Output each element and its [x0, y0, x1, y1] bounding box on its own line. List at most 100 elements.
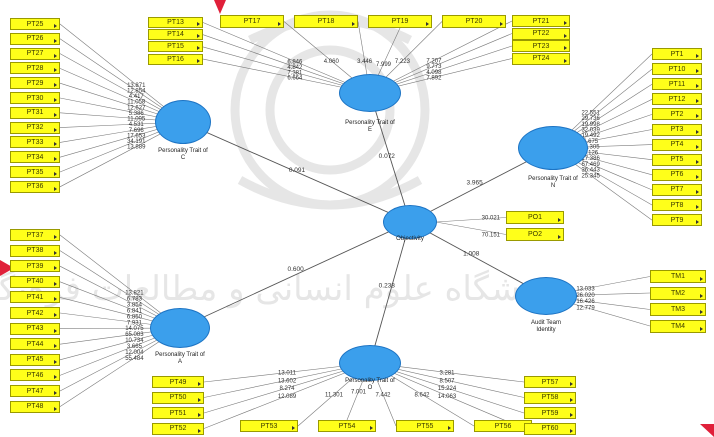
path-c-to-objectivity [182, 121, 411, 223]
construct-team[interactable] [515, 277, 577, 315]
a-indicator-pt46[interactable]: PT46 [10, 369, 60, 382]
e-indicator-pt18[interactable]: PT18 [294, 15, 358, 28]
construct-o[interactable] [339, 345, 401, 381]
n-indicator-pt4[interactable]: PT4 [652, 138, 702, 151]
a-indicator-pt47[interactable]: PT47 [10, 385, 60, 397]
o-indicator-pt57[interactable]: PT57 [524, 376, 576, 388]
a-loading-value: 12.004 [125, 350, 144, 356]
o-loading-value: 11.301 [325, 393, 344, 399]
construct-obj[interactable] [383, 205, 437, 239]
e-loading-value: 6.846 [287, 59, 303, 65]
n-loading-value: 11.305 [582, 145, 601, 151]
n-indicator-pt2[interactable]: PT2 [652, 108, 702, 121]
c-loading-value: 4.531 [129, 122, 145, 128]
e-indicator-pt15[interactable]: PT15 [148, 41, 203, 53]
c-loading-value: 7.696 [129, 128, 145, 134]
construct-a[interactable] [150, 308, 210, 348]
construct-label-n: Personality Trait of N [528, 176, 578, 189]
a-indicator-pt45[interactable]: PT45 [10, 353, 60, 366]
o-indicator-pt54[interactable]: PT54 [318, 420, 376, 432]
n-loading-value: 29.736 [581, 116, 600, 122]
e-loading-value: 7.892 [426, 75, 442, 81]
a-loading-value: 6.841 [127, 308, 143, 314]
e-loading-value: 7.999 [376, 62, 392, 68]
e-indicator-pt16[interactable]: PT16 [148, 53, 203, 65]
n-indicator-pt10[interactable]: PT10 [652, 63, 702, 76]
a-indicator-pt43[interactable]: PT43 [10, 322, 60, 335]
e-indicator-pt17[interactable]: PT17 [220, 15, 284, 28]
c-indicator-pt31[interactable]: PT31 [10, 106, 60, 119]
n-indicator-pt3[interactable]: PT3 [652, 123, 702, 136]
o-indicator-pt56[interactable]: PT56 [474, 420, 532, 432]
path-coefficient-e: 0.072 [379, 153, 396, 160]
n-indicator-pt8[interactable]: PT8 [652, 199, 702, 211]
o-indicator-pt55[interactable]: PT55 [396, 420, 454, 432]
team-indicator-tm1[interactable]: TM1 [650, 270, 706, 283]
team-indicator-tm2[interactable]: TM2 [650, 286, 706, 300]
o-indicator-pt59[interactable]: PT59 [524, 407, 576, 419]
n-indicator-pt1[interactable]: PT1 [652, 48, 702, 60]
o-indicator-pt50[interactable]: PT50 [152, 391, 204, 404]
a-indicator-pt42[interactable]: PT42 [10, 307, 60, 319]
o-indicator-pt51[interactable]: PT51 [152, 407, 204, 419]
a-indicator-pt40[interactable]: PT40 [10, 275, 60, 288]
c-indicator-pt35[interactable]: PT35 [10, 166, 60, 178]
c-loading-value: 5.386 [129, 111, 145, 117]
construct-e[interactable] [339, 74, 401, 112]
n-loading-value: 19.998 [581, 122, 600, 128]
a-indicator-pt38[interactable]: PT38 [10, 244, 60, 257]
e-indicator-pt13[interactable]: PT13 [148, 17, 203, 28]
team-indicator-tm4[interactable]: TM4 [650, 319, 706, 333]
c-indicator-pt26[interactable]: PT26 [10, 32, 60, 45]
e-indicator-pt19[interactable]: PT19 [368, 15, 432, 28]
c-indicator-pt28[interactable]: PT28 [10, 62, 60, 75]
e-indicator-pt23[interactable]: PT23 [512, 40, 570, 52]
path-coefficient-c: 0.091 [289, 167, 306, 174]
n-indicator-pt12[interactable]: PT12 [652, 93, 702, 106]
n-loading-value: 25.345 [581, 173, 600, 179]
n-indicator-pt9[interactable]: PT9 [652, 214, 702, 227]
o-indicator-pt49[interactable]: PT49 [152, 376, 204, 388]
e-indicator-pt22[interactable]: PT22 [512, 27, 570, 40]
c-indicator-pt27[interactable]: PT27 [10, 47, 60, 60]
a-indicator-pt37[interactable]: PT37 [10, 229, 60, 241]
o-loading-value: 8.507 [439, 378, 455, 384]
c-indicator-pt34[interactable]: PT34 [10, 151, 60, 164]
objectivity-indicator-po1[interactable]: PO1 [506, 211, 564, 224]
e-indicator-pt20[interactable]: PT20 [442, 15, 506, 28]
e-indicator-pt14[interactable]: PT14 [148, 29, 203, 41]
o-loading-value: 7.001 [351, 390, 367, 396]
construct-c[interactable] [155, 100, 211, 144]
c-indicator-pt33[interactable]: PT33 [10, 136, 60, 149]
c-indicator-pt36[interactable]: PT36 [10, 180, 60, 193]
c-indicator-pt25[interactable]: PT25 [10, 18, 60, 30]
team-indicator-tm3[interactable]: TM3 [650, 303, 706, 316]
o-loading-line [369, 362, 525, 429]
n-indicator-pt7[interactable]: PT7 [652, 183, 702, 196]
c-indicator-pt30[interactable]: PT30 [10, 92, 60, 104]
c-indicator-pt29[interactable]: PT29 [10, 77, 60, 90]
n-loading-value: 67.469 [581, 162, 600, 168]
path-a-to-objectivity [179, 221, 411, 329]
n-indicator-pt11[interactable]: PT11 [652, 78, 702, 91]
construct-label-a: Personality Trait of A [155, 352, 205, 365]
c-indicator-pt32[interactable]: PT32 [10, 121, 60, 134]
o-loading-value: 14.063 [438, 394, 457, 400]
e-indicator-pt21[interactable]: PT21 [512, 15, 570, 27]
n-indicator-pt6[interactable]: PT6 [652, 168, 702, 181]
a-indicator-pt44[interactable]: PT44 [10, 338, 60, 351]
e-loading-value: 4.842 [287, 65, 303, 71]
o-indicator-pt53[interactable]: PT53 [240, 420, 298, 432]
o-indicator-pt52[interactable]: PT52 [152, 422, 204, 435]
path-coefficient-a: 0.600 [287, 266, 304, 273]
e-indicator-pt24[interactable]: PT24 [512, 52, 570, 65]
objectivity-indicator-po2[interactable]: PO2 [506, 228, 564, 241]
a-indicator-pt39[interactable]: PT39 [10, 260, 60, 273]
n-indicator-pt5[interactable]: PT5 [652, 153, 702, 166]
construct-n[interactable] [518, 126, 588, 170]
o-indicator-pt60[interactable]: PT60 [524, 422, 576, 435]
o-indicator-pt58[interactable]: PT58 [524, 391, 576, 404]
c-loading-value: 13.889 [127, 145, 146, 151]
a-indicator-pt41[interactable]: PT41 [10, 291, 60, 304]
a-indicator-pt48[interactable]: PT48 [10, 400, 60, 413]
